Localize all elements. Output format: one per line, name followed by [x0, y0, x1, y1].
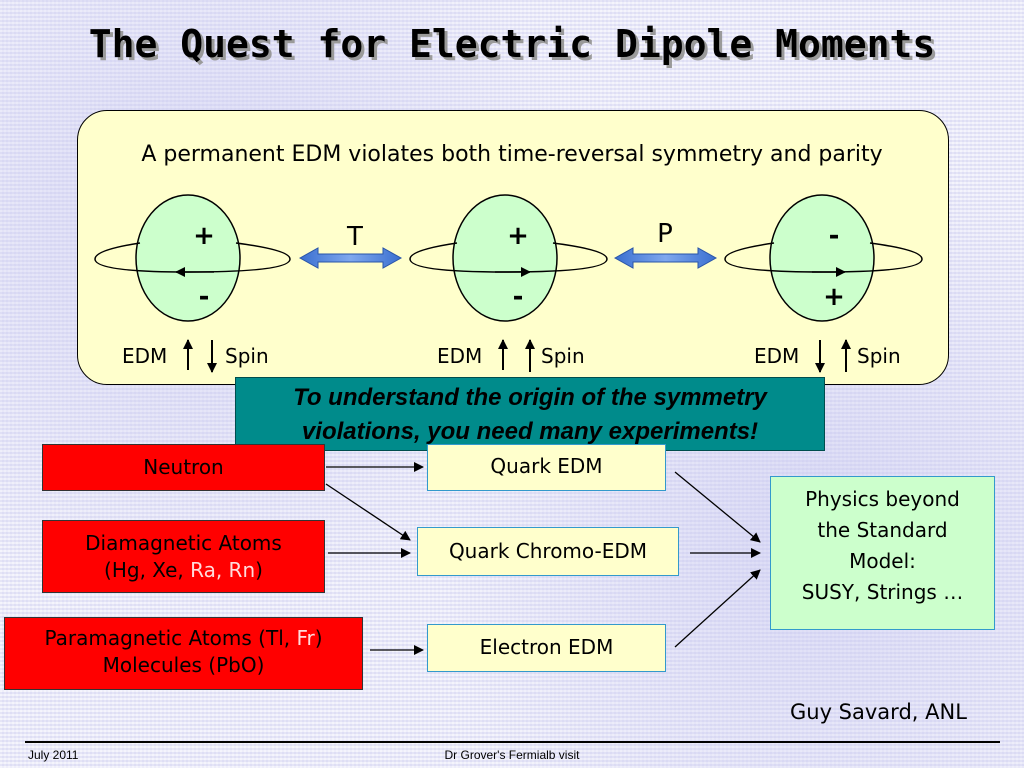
neutron-label: Neutron	[143, 455, 224, 479]
author-credit: Guy Savard, ANL	[790, 700, 967, 724]
paramagnetic-line-1: Paramagnetic Atoms (Tl, Fr)	[5, 625, 362, 652]
diamagnetic-list-suffix: )	[255, 558, 263, 582]
paramagnetic-atoms-box: Paramagnetic Atoms (Tl, Fr) Molecules (P…	[4, 617, 363, 690]
flow-arrows	[325, 462, 761, 655]
edm-spin-3: EDM Spin	[754, 339, 901, 373]
spin-label-3: Spin	[857, 344, 901, 368]
edm-label-3: EDM	[754, 344, 799, 368]
quark-edm-label: Quark EDM	[490, 454, 603, 478]
diamagnetic-line-2: (Hg, Xe, Ra, Rn)	[43, 557, 324, 584]
particle-3-bottom-sign: +	[823, 282, 845, 312]
arrow-quark-edm-to-physics	[674, 471, 761, 543]
panel-caption: A permanent EDM violates both time-rever…	[141, 142, 883, 167]
paramagnetic-suffix: )	[314, 626, 323, 650]
particle-2: + -	[409, 194, 608, 322]
physics-line-3: Model:	[849, 549, 916, 573]
electron-edm-box: Electron EDM	[427, 624, 666, 672]
p-operator-label: P	[657, 219, 673, 249]
physics-line-1: Physics beyond	[805, 487, 960, 511]
callout-line-2: violations, you need many experiments!	[301, 418, 759, 445]
slide-title: The Quest for Electric Dipole Moments	[88, 22, 936, 66]
particle-3-top-sign: -	[829, 221, 840, 251]
arrow-neutron-to-chromo	[325, 483, 411, 541]
spin-label-2: Spin	[541, 344, 585, 368]
physics-line-4: SUSY, Strings …	[801, 580, 964, 604]
arrow-electron-to-physics	[674, 569, 761, 648]
particle-3: - +	[724, 194, 923, 322]
paramagnetic-line-2: Molecules (PbO)	[102, 653, 265, 677]
particle-2-top-sign: +	[507, 221, 529, 251]
diamagnetic-line-1: Diamagnetic Atoms	[85, 531, 282, 555]
edm-label-2: EDM	[437, 344, 482, 368]
diamagnetic-highlight: Ra, Rn	[190, 558, 256, 582]
paramagnetic-prefix: Paramagnetic Atoms (Tl,	[44, 626, 297, 650]
callout-box: To understand the origin of the symmetry…	[235, 377, 825, 451]
particle-1: + -	[94, 194, 291, 322]
t-operator-label: T	[346, 222, 363, 252]
diamagnetic-atoms-box: Diamagnetic Atoms (Hg, Xe, Ra, Rn)	[42, 520, 325, 593]
electron-edm-label: Electron EDM	[479, 635, 614, 659]
physics-beyond-sm-box: Physics beyond the Standard Model: SUSY,…	[770, 476, 995, 630]
particle-1-top-sign: +	[193, 221, 215, 251]
footer-center: Dr Grover's Fermialb visit	[444, 748, 580, 762]
edm-label-1: EDM	[122, 344, 167, 368]
footer-divider	[25, 741, 1000, 743]
callout-line-1: To understand the origin of the symmetry	[293, 384, 767, 411]
paramagnetic-highlight: Fr	[296, 626, 315, 650]
physics-line-2: the Standard	[817, 518, 948, 542]
quark-chromo-edm-label: Quark Chromo-EDM	[448, 539, 648, 563]
particle-1-bottom-sign: -	[199, 282, 210, 312]
footer-date: July 2011	[28, 748, 79, 762]
quark-chromo-edm-box: Quark Chromo-EDM	[417, 527, 679, 576]
edm-spin-2: EDM Spin	[437, 339, 585, 372]
quark-edm-box: Quark EDM	[427, 444, 666, 491]
edm-spin-1: EDM Spin	[122, 339, 269, 373]
diamagnetic-list-prefix: (Hg, Xe,	[104, 558, 191, 582]
particle-2-bottom-sign: -	[513, 282, 524, 312]
neutron-box: Neutron	[42, 444, 325, 491]
t-transform-arrow: T	[298, 222, 403, 269]
p-transform-arrow: P	[613, 219, 718, 269]
spin-label-1: Spin	[225, 344, 269, 368]
